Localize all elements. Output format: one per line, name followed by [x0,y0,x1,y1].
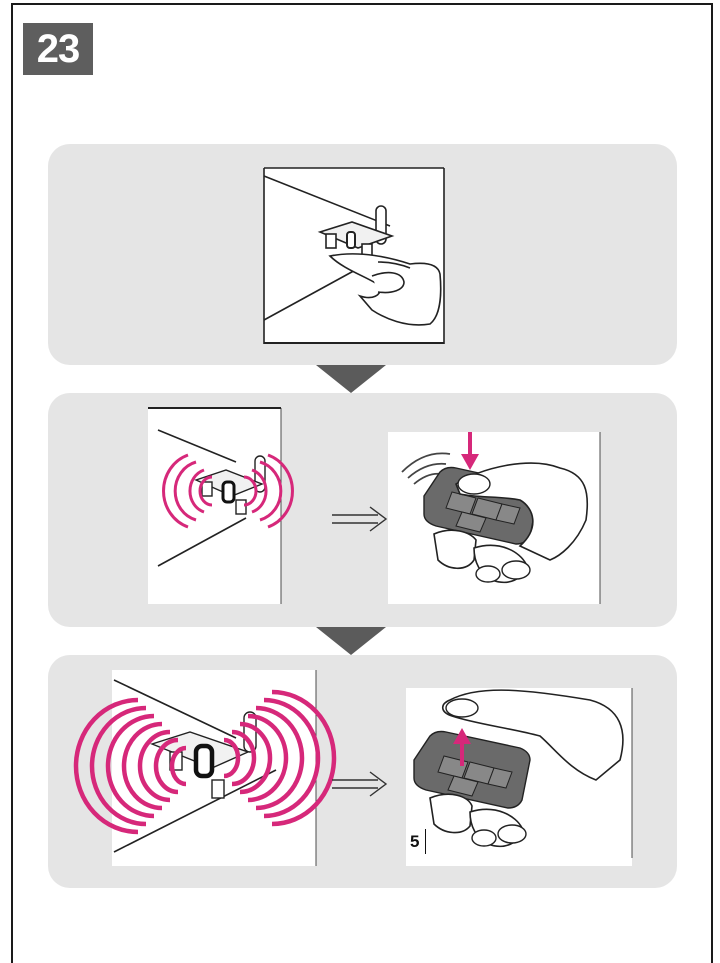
panel-press-button [48,144,677,365]
result-box-divider [425,829,426,854]
illustration-receiver-confirm-and-remote-release [48,655,677,888]
panel-receiver-signal-and-remote-press [48,393,677,627]
double-line-right-arrow-icon [332,772,386,796]
result-box-label: 5 [410,832,419,852]
illustration-hand-press-receiver-button [48,144,677,365]
step-number-badge: 23 [23,23,93,75]
panel-receiver-confirm-and-remote-release [48,655,677,888]
double-line-right-arrow-icon [332,507,386,531]
illustration-receiver-and-remote-press [48,393,677,627]
